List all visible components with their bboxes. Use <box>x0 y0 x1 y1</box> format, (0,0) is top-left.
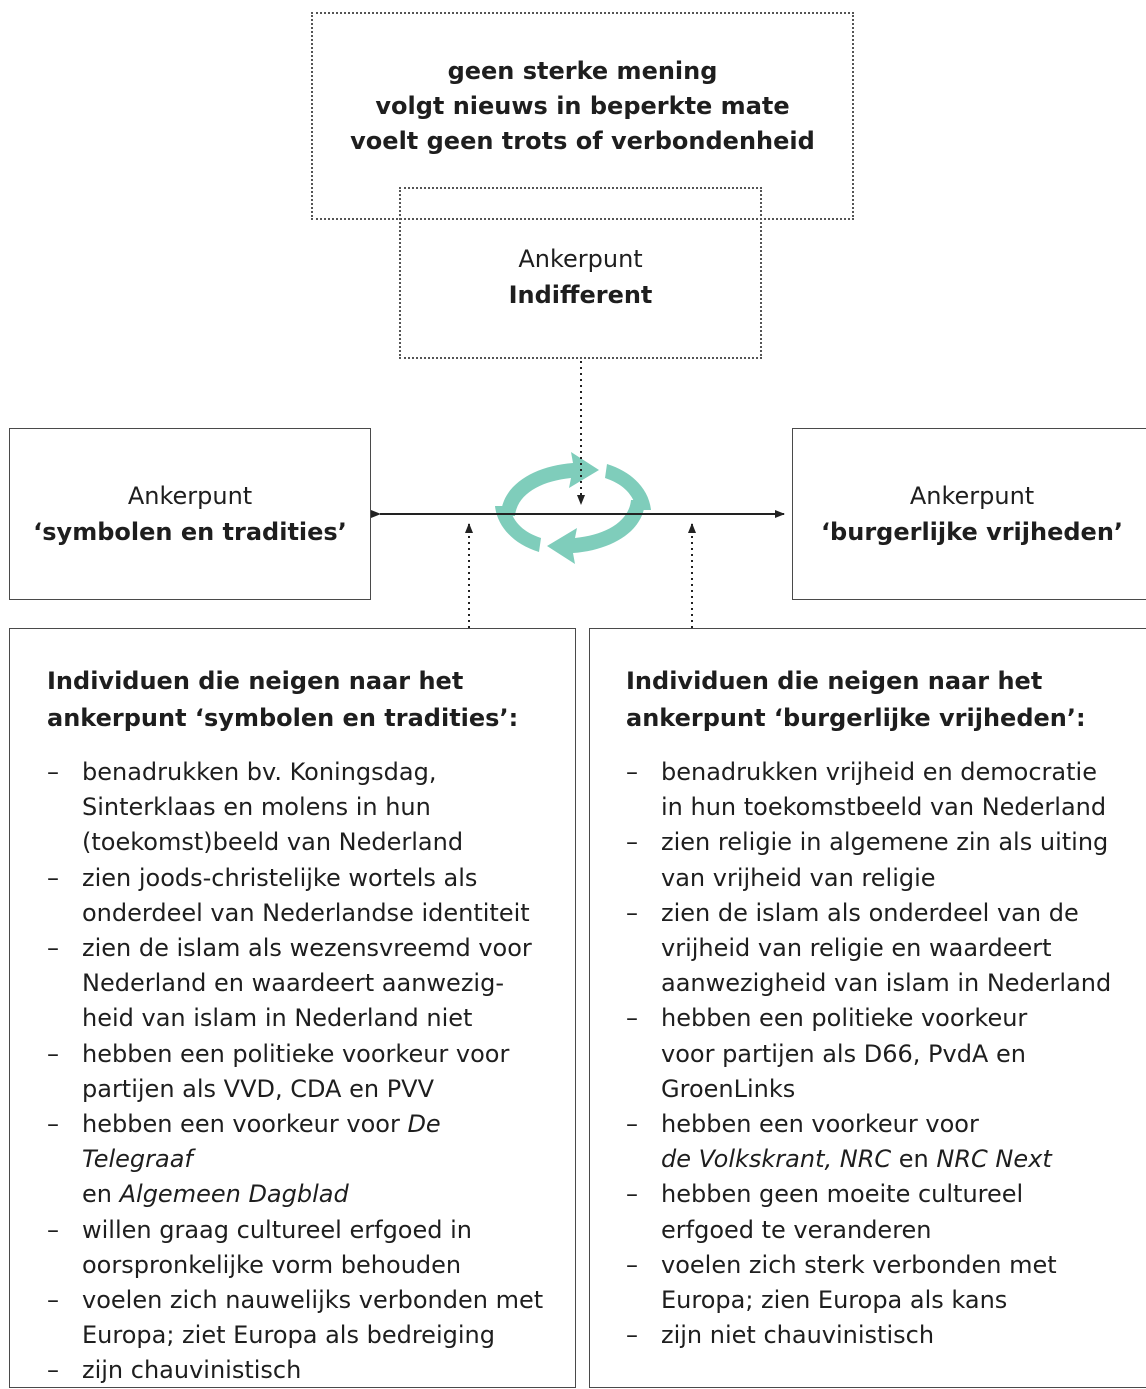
anchor-name: Indifferent <box>508 281 653 309</box>
list-item-text: Sinterklaas en molens in hun <box>82 793 431 822</box>
list-item-text: voelen zich nauwelijks verbonden met <box>82 1286 544 1315</box>
panel-civil-liberties: Individuen die neigen naar het ankerpunt… <box>589 628 1146 1388</box>
indifferent-description-box: geen sterke mening volgt nieuws in beper… <box>311 12 854 220</box>
anchor-box-indifferent: Ankerpunt Indifferent <box>399 187 762 359</box>
list-item-text: in hun toekomstbeeld van Nederland <box>661 793 1107 822</box>
list-item: hebben een voorkeur voor de Volkskrant, … <box>626 1107 1146 1177</box>
newspaper-name: NRC <box>839 1145 892 1174</box>
list-item-text: vrijheid van religie en waardeert <box>661 934 1052 963</box>
list-item-text: zijn niet chauvinistisch <box>661 1321 935 1350</box>
list-item-text: willen graag cultureel erfgoed in <box>82 1215 472 1244</box>
list-item-text: voor partijen als D66, PvdA en <box>661 1039 1026 1068</box>
panel-title-line: Individuen die neigen naar het <box>626 667 1043 695</box>
list-item-text: de Volkskrant, NRC en NRC Next <box>661 1142 1146 1177</box>
list-item: voelen zich sterk verbonden met Europa; … <box>626 1248 1146 1318</box>
list-item-text: van vrijheid van religie <box>661 863 936 892</box>
list-item: hebben een voorkeur voor De Telegraaf en… <box>47 1107 557 1213</box>
anchor-box-civil-liberties: Ankerpunt ‘burgerlijke vrijheden’ <box>792 428 1146 600</box>
list-item-text: GroenLinks <box>661 1074 796 1103</box>
list-item-text: aanwezigheid van islam in Nederland <box>661 969 1112 998</box>
list-item-text: partijen als VVD, CDA en PVV <box>82 1074 435 1103</box>
list-item-text: hebben geen moeite cultureel <box>661 1180 1024 1209</box>
list-item-text: en Algemeen Dagblad <box>82 1177 557 1212</box>
list-item: hebben een politieke voorkeur voor parti… <box>47 1037 557 1107</box>
list-item-text: hebben een politieke voorkeur <box>661 1004 1028 1033</box>
cycle-arrows-icon <box>495 452 651 564</box>
newspaper-name: de Volkskrant <box>661 1145 825 1174</box>
list-item: zien joods-christelijke wortels als onde… <box>47 861 557 931</box>
text-span: , <box>824 1145 840 1174</box>
list-item-text: oorspronkelijke vorm behouden <box>82 1250 462 1279</box>
panel-title-line: ankerpunt ‘symbolen en tradities’: <box>47 704 519 732</box>
description-line: voelt geen trots of verbondenheid <box>350 127 815 155</box>
list-item-text: hebben een voorkeur voor <box>661 1110 979 1139</box>
list-item: benadrukken bv. Koningsdag, Sinterklaas … <box>47 755 557 861</box>
list-item-text: zien joods-christelijke wortels als <box>82 863 478 892</box>
list-item-text: onderdeel van Nederlandse identiteit <box>82 898 530 927</box>
panel-title-line: Individuen die neigen naar het <box>47 667 464 695</box>
list-item-text: zijn chauvinistisch <box>82 1356 302 1385</box>
list-item-text: (toekomst)beeld van Nederland <box>82 828 464 857</box>
anchor-box-symbols-traditions: Ankerpunt ‘symbolen en tradities’ <box>9 428 371 600</box>
description-line: geen sterke mening <box>447 57 718 85</box>
list-item: zien de islam als onderdeel van de vrijh… <box>626 896 1146 1002</box>
list-item: willen graag cultureel erfgoed in oorspr… <box>47 1213 557 1283</box>
list-item-text: Europa; zien Europa als kans <box>661 1286 1008 1315</box>
list-item-text: zien religie in algemene zin als uiting <box>661 828 1109 857</box>
connector-lines <box>371 361 785 628</box>
list-item-text: benadrukken bv. Koningsdag, <box>82 758 437 786</box>
list-item: hebben geen moeite cultureel erfgoed te … <box>626 1177 1146 1247</box>
text-span: hebben een voorkeur voor <box>82 1110 408 1139</box>
list-item-text: hebben een politieke voorkeur voor <box>82 1039 510 1068</box>
anchor-name: ‘burgerlijke vrijheden’ <box>820 518 1124 546</box>
anchor-label: Ankerpunt <box>518 245 643 273</box>
list-item: zijn chauvinistisch <box>47 1353 557 1388</box>
description-line: volgt nieuws in beperkte mate <box>375 92 790 120</box>
newspaper-name: De Telegraaf <box>82 1110 441 1174</box>
list-item: benadrukken vrijheid en democratie in hu… <box>626 755 1146 825</box>
list-item-text: Nederland en waardeert aanwezig- <box>82 969 504 998</box>
list-item-text: benadrukken vrijheid en democratie <box>661 758 1097 786</box>
anchor-label: Ankerpunt <box>127 482 253 510</box>
text-span: en <box>891 1145 937 1174</box>
text-span: en <box>82 1180 120 1209</box>
list-item: voelen zich nauwelijks verbonden met Eur… <box>47 1283 557 1353</box>
panel-symbols-traditions: Individuen die neigen naar het ankerpunt… <box>9 628 576 1389</box>
list-item-text: heid van islam in Nederland niet <box>82 1004 473 1033</box>
list-item-text: zien de islam als wezensvreemd voor <box>82 934 532 963</box>
trait-list: benadrukken vrijheid en democratie in hu… <box>626 755 1146 1354</box>
list-item-text: zien de islam als onderdeel van de <box>661 898 1079 927</box>
list-item-text: voelen zich sterk verbonden met <box>661 1250 1057 1279</box>
newspaper-name: Algemeen Dagblad <box>119 1180 349 1209</box>
list-item-text: erfgoed te veranderen <box>661 1215 932 1244</box>
list-item: hebben een politieke voorkeur voor parti… <box>626 1001 1146 1107</box>
newspaper-name: NRC Next <box>936 1145 1052 1174</box>
panel-title-line: ankerpunt ‘burgerlijke vrijheden’: <box>626 704 1086 732</box>
trait-list: benadrukken bv. Koningsdag, Sinterklaas … <box>47 755 557 1389</box>
panel-title: Individuen die neigen naar het ankerpunt… <box>626 663 1146 737</box>
anchor-name: ‘symbolen en tradities’ <box>33 518 347 546</box>
list-item-text: hebben een voorkeur voor De Telegraaf <box>82 1107 557 1177</box>
anchor-label: Ankerpunt <box>909 482 1035 510</box>
list-item-text: Europa; ziet Europa als bedreiging <box>82 1321 495 1350</box>
list-item: zien de islam als wezensvreemd voor Nede… <box>47 931 557 1037</box>
panel-title: Individuen die neigen naar het ankerpunt… <box>47 663 557 737</box>
list-item: zien religie in algemene zin als uiting … <box>626 825 1146 895</box>
list-item: zijn niet chauvinistisch <box>626 1318 1146 1353</box>
